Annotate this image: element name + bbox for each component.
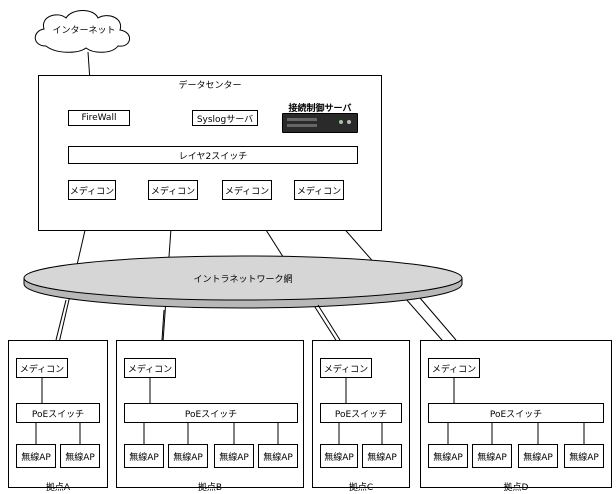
site-a-poe-switch: PoEスイッチ [16,403,100,423]
dc-mediacon-4: メディコン [294,180,344,200]
site-c-label: 拠点C [348,483,374,493]
site-d-poe-switch: PoEスイッチ [428,403,604,423]
site-b-poe-switch: PoEスイッチ [124,403,298,423]
datacenter-title: データセンター [178,81,242,91]
site-d-mediacon: メディコン [428,358,480,378]
auth-server-label: 接続制御サーバ [288,104,352,114]
site-a-mediacon: メディコン [16,358,68,378]
internet-cloud [34,10,130,53]
site-b-mediacon: メディコン [124,358,176,378]
site-d-label: 拠点D [503,483,529,493]
site-c-poe-switch: PoEスイッチ [320,403,402,423]
site-c-ap-1: 無線AP [320,444,358,468]
intranet-disc [23,255,463,309]
site-b-ap-2: 無線AP [168,444,208,468]
site-d-ap-4: 無線AP [564,444,604,468]
site-d-ap-2: 無線AP [472,444,512,468]
site-a-label: 拠点A [45,483,71,493]
site-b-ap-1: 無線AP [124,444,164,468]
dc-mediacon-1: メディコン [68,180,116,200]
site-d-ap-1: 無線AP [428,444,468,468]
site-c-ap-2: 無線AP [362,444,402,468]
site-a-ap-1: 無線AP [16,444,56,468]
site-b-label: 拠点B [197,483,223,493]
intranet-label: イントラネットワーク網 [193,275,293,285]
site-b-ap-4: 無線AP [258,444,298,468]
internet-label: インターネット [52,26,116,36]
auth-server-icon [282,113,358,133]
firewall-box: FireWall [68,110,130,126]
syslog-server-box: Syslogサーバ [192,110,258,126]
dc-mediacon-3: メディコン [222,180,272,200]
site-c-mediacon: メディコン [320,358,372,378]
site-d-ap-3: 無線AP [518,444,558,468]
dc-mediacon-2: メディコン [148,180,198,200]
l2-switch-box: レイヤ2スイッチ [68,146,358,164]
site-a-ap-2: 無線AP [60,444,100,468]
site-b-ap-3: 無線AP [214,444,254,468]
